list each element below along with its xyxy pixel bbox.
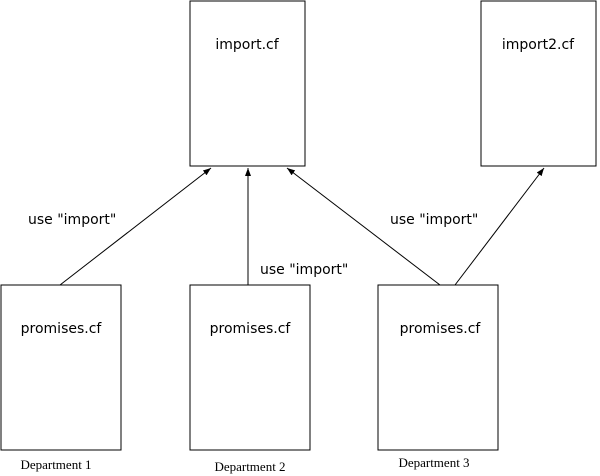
node-promises-cf-dept3: promises.cf <box>377 284 499 451</box>
promises-cf-label-dept2: promises.cf <box>210 321 292 337</box>
import2-cf-box <box>480 0 597 167</box>
promises-cf-box-dept1 <box>0 284 122 451</box>
import2-cf-label: import2.cf <box>502 37 575 53</box>
edge-dept1-to-import <box>59 167 212 286</box>
import-cf-box <box>189 0 306 167</box>
edge-label-dept2: use "import" <box>260 262 348 278</box>
promises-cf-label-dept3: promises.cf <box>400 321 482 337</box>
edge-label-dept1: use "import" <box>28 212 116 228</box>
department-3-label: Department 3 <box>398 455 469 470</box>
edge-dept3-to-import2 <box>454 167 545 286</box>
promises-cf-label-dept1: promises.cf <box>21 321 103 337</box>
import-cf-label: import.cf <box>215 37 279 53</box>
edge-dept3-to-import <box>286 167 441 286</box>
edge-label-dept3: use "import" <box>390 212 478 228</box>
node-import2-cf: import2.cf <box>480 0 597 167</box>
department-1-label: Department 1 <box>20 457 91 472</box>
node-promises-cf-dept2: promises.cf <box>189 284 311 451</box>
promises-cf-box-dept3 <box>377 284 499 451</box>
promises-cf-box-dept2 <box>189 284 311 451</box>
department-2-label: Department 2 <box>214 459 285 474</box>
node-import-cf: import.cf <box>189 0 306 167</box>
node-promises-cf-dept1: promises.cf <box>0 284 122 451</box>
